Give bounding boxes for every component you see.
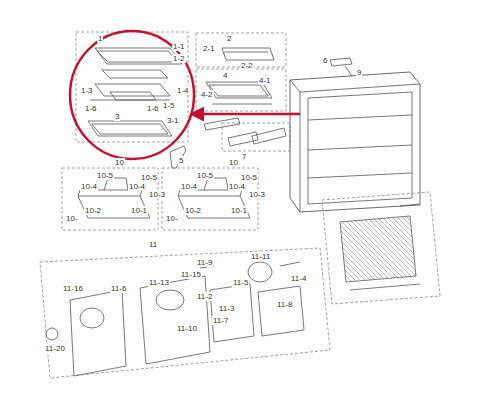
callout-number: 10 (228, 158, 239, 167)
callout-number: 11 (148, 240, 158, 249)
callout-number: 10 (114, 158, 125, 167)
callout-number: 1-2 (172, 54, 186, 63)
callout-number: 4 (222, 71, 228, 80)
callout-number: 10-2 (184, 206, 202, 215)
callout-number: 11-11 (250, 252, 271, 261)
callout-number: 5 (178, 156, 184, 165)
callout-number: 11-16 (62, 284, 84, 293)
callout-number: 10-5 (196, 171, 214, 180)
callout-number: 10-1 (230, 206, 248, 215)
callout-number: 10-5 (96, 171, 114, 180)
callout-number: 11-5 (232, 278, 249, 287)
callout-number: 1-3 (80, 86, 94, 95)
callout-number: 1-6 (84, 104, 98, 113)
callout-number: 10-4 (180, 182, 198, 191)
callout-number: 2-2 (240, 61, 254, 70)
callout-number: 10-4 (228, 182, 246, 191)
callout-number: 1 (97, 34, 103, 43)
callout-number: 6 (322, 56, 328, 65)
callout-number: 1-5 (162, 101, 176, 110)
callout-number: 11-20 (44, 344, 66, 353)
callout-number: 11-15 (180, 270, 202, 279)
callout-number: 9 (356, 68, 362, 77)
callout-number: 3 (114, 112, 120, 121)
callout-number: 11-2 (196, 292, 213, 301)
callout-number: 2 (226, 34, 232, 43)
callout-number: 11-13 (148, 278, 170, 287)
callout-number: 7 (241, 152, 247, 161)
callout-number: 10- (165, 214, 179, 223)
callout-number: 3-1 (166, 116, 180, 125)
callout-number: 10-4 (128, 182, 146, 191)
callout-number: 10-1 (130, 206, 148, 215)
callout-number: 10-3 (248, 190, 266, 199)
callout-number: 10-5 (240, 173, 258, 182)
callout-number: 1-1 (172, 42, 186, 51)
callout-number: 11-3 (218, 304, 235, 313)
callout-number: 11-9 (196, 258, 213, 267)
callout-number: 2-1 (202, 44, 216, 53)
callout-number: 10- (65, 214, 79, 223)
callout-number: 10-2 (84, 206, 102, 215)
callout-number: 11-4 (290, 274, 307, 283)
callout-number: 10-3 (148, 190, 166, 199)
callout-number: 10-4 (80, 182, 98, 191)
callout-number: 11-8 (276, 300, 293, 309)
callout-number: 10-5 (140, 173, 158, 182)
callout-number: 11-10 (176, 324, 198, 333)
callout-number: 11-6 (110, 284, 127, 293)
callout-number: 4-1 (258, 76, 272, 85)
callout-number: 1-6 (146, 104, 160, 113)
callout-number: 11-7 (212, 316, 229, 325)
callout-number: 1-4 (176, 86, 190, 95)
callout-number: 4-2 (200, 90, 214, 99)
